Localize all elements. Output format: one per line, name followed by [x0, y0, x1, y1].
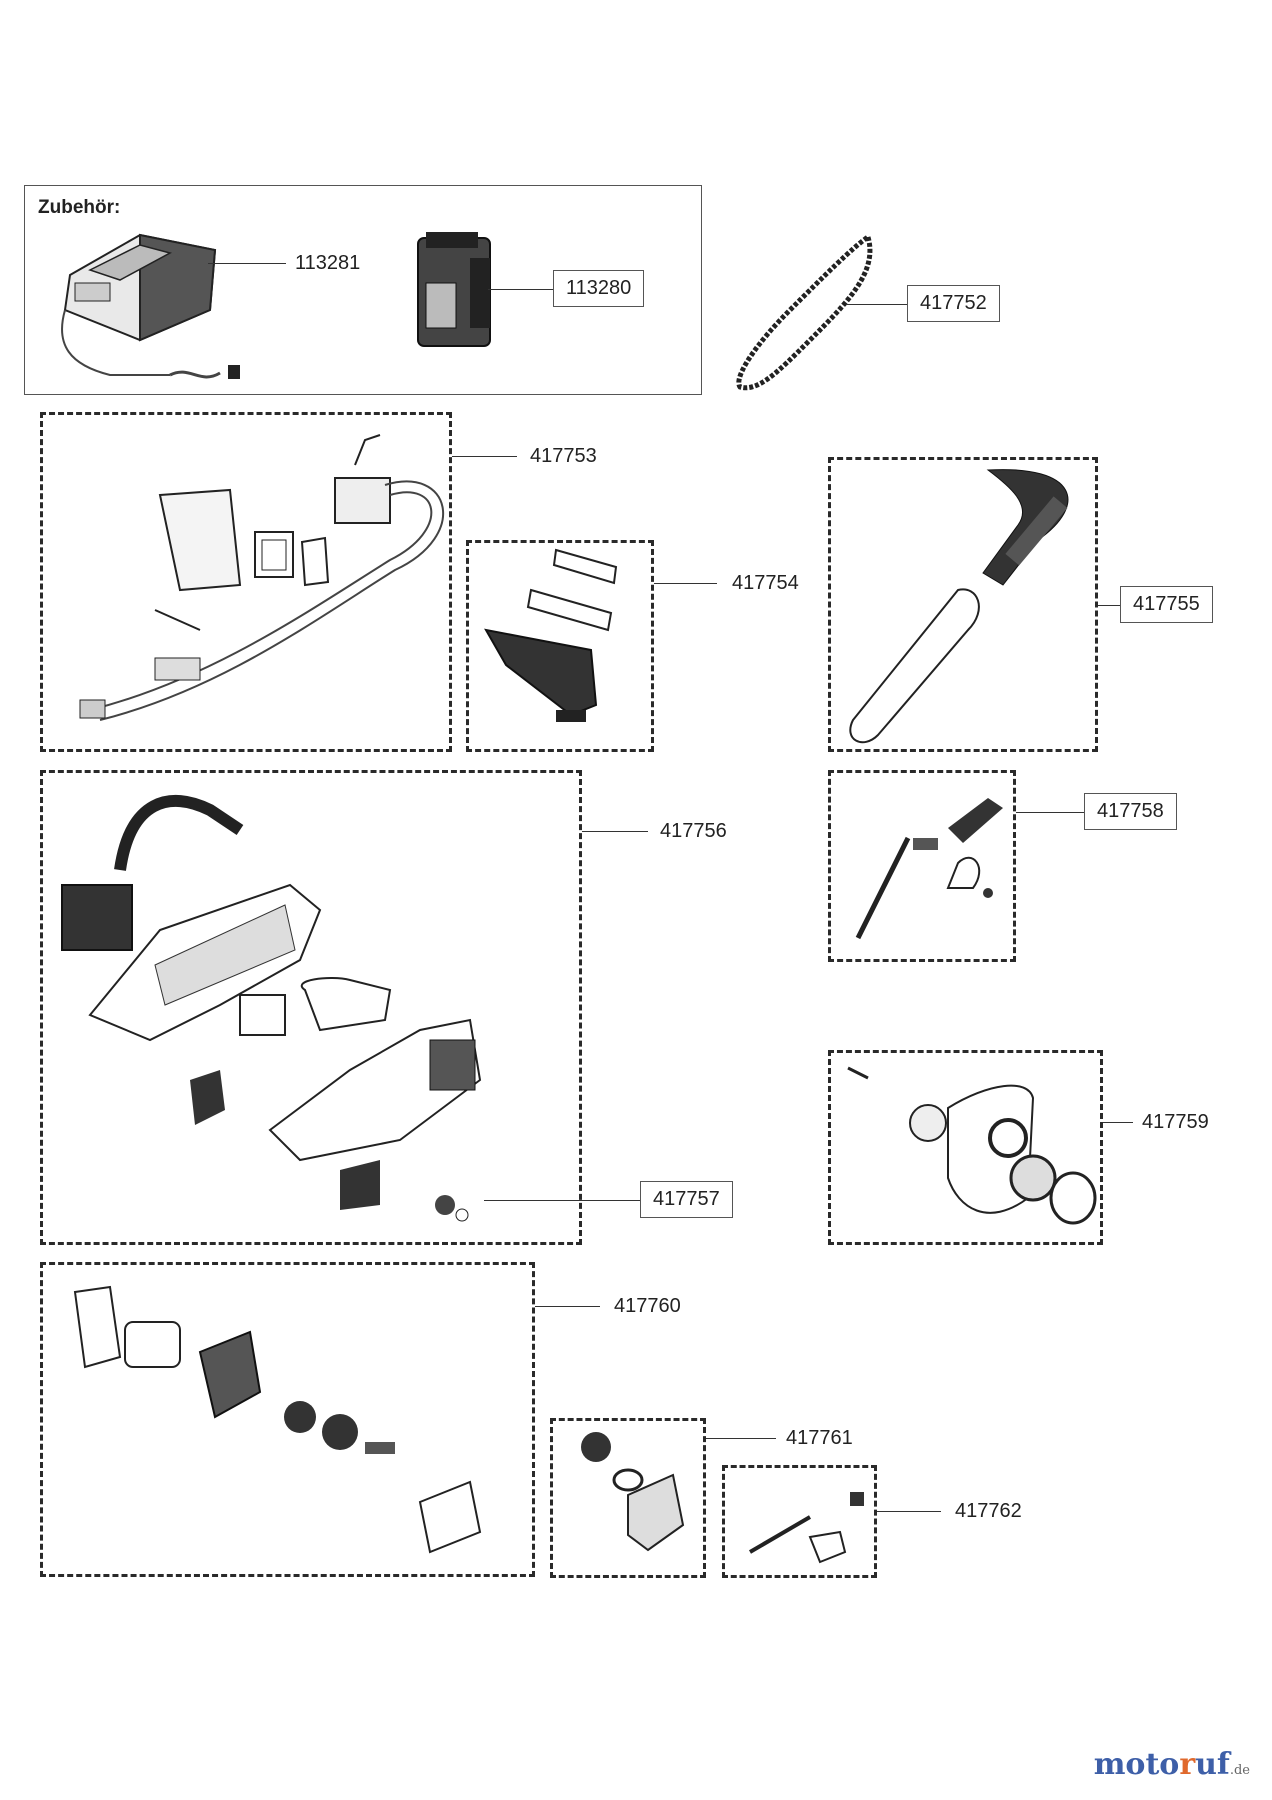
guide-bar-drawing	[849, 469, 1069, 744]
part-number-417753: 417753	[530, 445, 597, 467]
group-417754	[466, 540, 654, 752]
brand-logo: motoruf.de	[1094, 1747, 1250, 1782]
leader-417754	[654, 583, 717, 584]
leader-113281	[208, 263, 286, 264]
brand-part-2: r	[1179, 1747, 1196, 1782]
group-417759	[828, 1050, 1103, 1245]
leader-417755	[1098, 605, 1120, 606]
battery-drawing	[417, 232, 491, 347]
part-number-417759: 417759	[1142, 1111, 1209, 1133]
brand-part-1: moto	[1093, 1747, 1180, 1782]
accessories-group: Zubehör:	[24, 185, 702, 395]
part-number-417754: 417754	[732, 572, 799, 594]
leader-417752	[846, 304, 908, 305]
part-number-417755: 417755	[1120, 586, 1213, 623]
leader-417757	[484, 1200, 640, 1201]
group-417753	[40, 412, 452, 752]
leader-417759	[1103, 1122, 1133, 1123]
leader-417753	[452, 456, 517, 457]
leader-417762	[877, 1511, 941, 1512]
group-417760	[40, 1262, 535, 1577]
motor-gearbox-drawing	[73, 1285, 482, 1554]
leader-417756	[582, 831, 648, 832]
group-417758	[828, 770, 1016, 962]
brand-tld: .de	[1229, 1763, 1250, 1778]
part-number-417757: 417757	[640, 1181, 733, 1218]
part-number-417756: 417756	[660, 820, 727, 842]
part-number-417762: 417762	[955, 1500, 1022, 1522]
part-number-417760: 417760	[614, 1295, 681, 1317]
accessories-title: Zubehör:	[38, 197, 121, 218]
group-417762	[722, 1465, 877, 1578]
chain-cover-drawing	[847, 1066, 1097, 1225]
brand-part-3: uf	[1195, 1747, 1230, 1782]
part-number-417761: 417761	[786, 1427, 853, 1449]
part-number-417758: 417758	[1084, 793, 1177, 830]
chain-drawing	[736, 233, 873, 391]
bar-plates-drawing	[484, 548, 618, 722]
leader-417760	[535, 1306, 600, 1307]
housing-drawing	[61, 794, 482, 1222]
leader-113280	[488, 289, 553, 290]
part-number-113281: 113281	[295, 252, 361, 274]
part-number-417752: 417752	[907, 285, 1000, 322]
gear-assembly-drawing	[581, 1432, 685, 1552]
charger-drawing	[61, 233, 240, 379]
group-417761	[550, 1418, 706, 1578]
group-417755	[828, 457, 1098, 752]
leader-417761	[706, 1438, 776, 1439]
oil-pump-drawing	[855, 798, 1003, 940]
handle-battery-housing-drawing	[79, 434, 445, 721]
part-number-113280: 113280	[553, 270, 645, 307]
switch-kit-drawing	[748, 1492, 864, 1564]
leader-417758	[1016, 812, 1084, 813]
group-417756	[40, 770, 582, 1245]
